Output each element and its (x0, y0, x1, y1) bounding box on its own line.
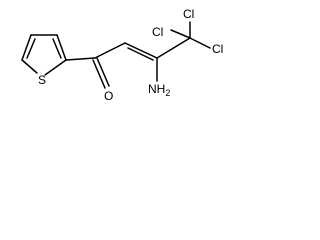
bond-s1-c2 (44, 59, 67, 76)
bond-c5-s1 (21, 59, 38, 74)
bond-vinyl-double-outer (124, 42, 158, 59)
bond-c4-c5 (21, 34, 32, 61)
bond-carbonyl-oxygen-a (92, 59, 106, 89)
atom-chlorine-left-label: Cl (152, 25, 163, 39)
atom-chlorine-right-label: Cl (212, 42, 223, 56)
bond-ccl3-cl-right (189, 37, 211, 49)
thiophene-ring (21, 34, 67, 76)
atom-chlorine-top-label: Cl (183, 7, 194, 21)
bond-ccl3-cl-left (170, 29, 191, 39)
amino-nh-text: NH (148, 82, 165, 96)
bond-c2-c3 (56, 34, 67, 61)
amino-group-label: NH2 (148, 82, 170, 98)
bond-c4-c5-inner (26, 38, 36, 59)
chemical-structure-diagram: S O Cl Cl Cl NH2 (21, 7, 223, 103)
amino-subscript-2: 2 (165, 88, 170, 98)
atom-sulfur-label: S (38, 73, 46, 87)
bond-carbonyl-oxygen-b (96, 57, 110, 87)
atom-oxygen-label: O (104, 89, 113, 103)
bond-carbonyl-vinyl (94, 42, 126, 59)
bond-vinyl-ccl3 (156, 37, 191, 59)
bond-ring-carbonyl (65, 57, 96, 61)
bond-vinyl-double-inner (127, 47, 154, 61)
bond-c2-c3-inner (52, 38, 62, 59)
